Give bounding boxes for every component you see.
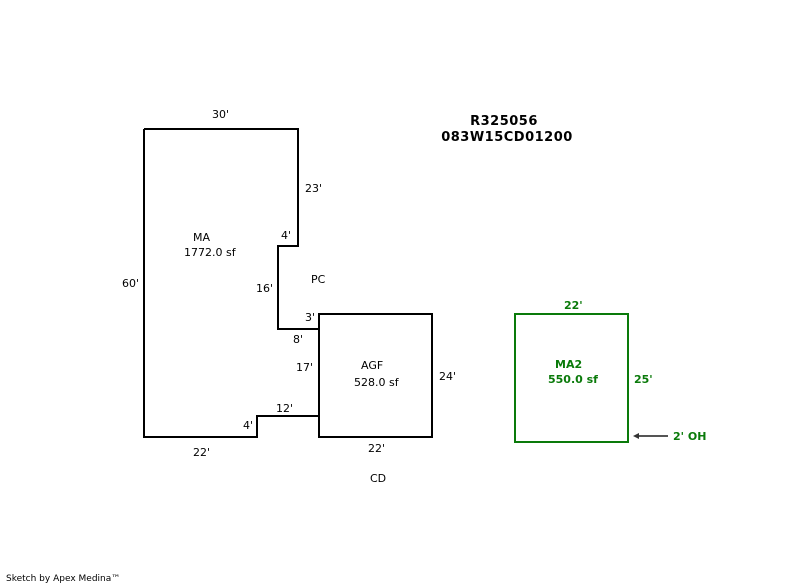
ma2-outline xyxy=(514,313,629,443)
ma2-area: 550.0 sf xyxy=(548,373,598,386)
overhang-note: 2' OH xyxy=(673,430,707,443)
agf-outline xyxy=(318,313,433,438)
dim-ma-notch-top: 4' xyxy=(281,229,292,242)
pc-label: PC xyxy=(311,273,326,286)
dim-ma-notch-step: 3' xyxy=(305,311,316,324)
dim-ma-right-lower: 17' xyxy=(296,361,314,374)
footer-credit: Sketch by Apex Medina™ xyxy=(6,574,121,584)
dim-ma2-right: 25' xyxy=(634,373,653,386)
cd-label: CD xyxy=(370,472,387,485)
ma-area: 1772.0 sf xyxy=(184,246,236,259)
dim-ma-bottom-notch: 4' xyxy=(243,419,254,432)
dim-ma-notch-bottom: 8' xyxy=(293,333,304,346)
dim-ma-bottom-step: 12' xyxy=(276,402,294,415)
dim-agf-right: 24' xyxy=(439,370,457,383)
dim-agf-bottom: 22' xyxy=(368,442,386,455)
dim-ma-top: 30' xyxy=(212,108,230,121)
dim-ma-right-upper: 23' xyxy=(305,182,323,195)
dim-ma-left: 60' xyxy=(122,277,140,290)
dim-ma-bottom: 22' xyxy=(193,446,211,459)
agf-area: 528.0 sf xyxy=(354,376,399,389)
agf-label: AGF xyxy=(361,359,384,372)
ma-outline xyxy=(143,128,320,438)
map-tax-lot: 083W15CD01200 xyxy=(441,130,573,145)
overhang-arrow-head xyxy=(633,433,639,439)
ma-label: MA xyxy=(193,231,211,244)
account-id: R325056 xyxy=(470,114,538,129)
ma2-label: MA2 xyxy=(555,358,583,371)
dim-ma2-top: 22' xyxy=(564,299,583,312)
dim-ma-notch-inner: 16' xyxy=(256,282,274,295)
